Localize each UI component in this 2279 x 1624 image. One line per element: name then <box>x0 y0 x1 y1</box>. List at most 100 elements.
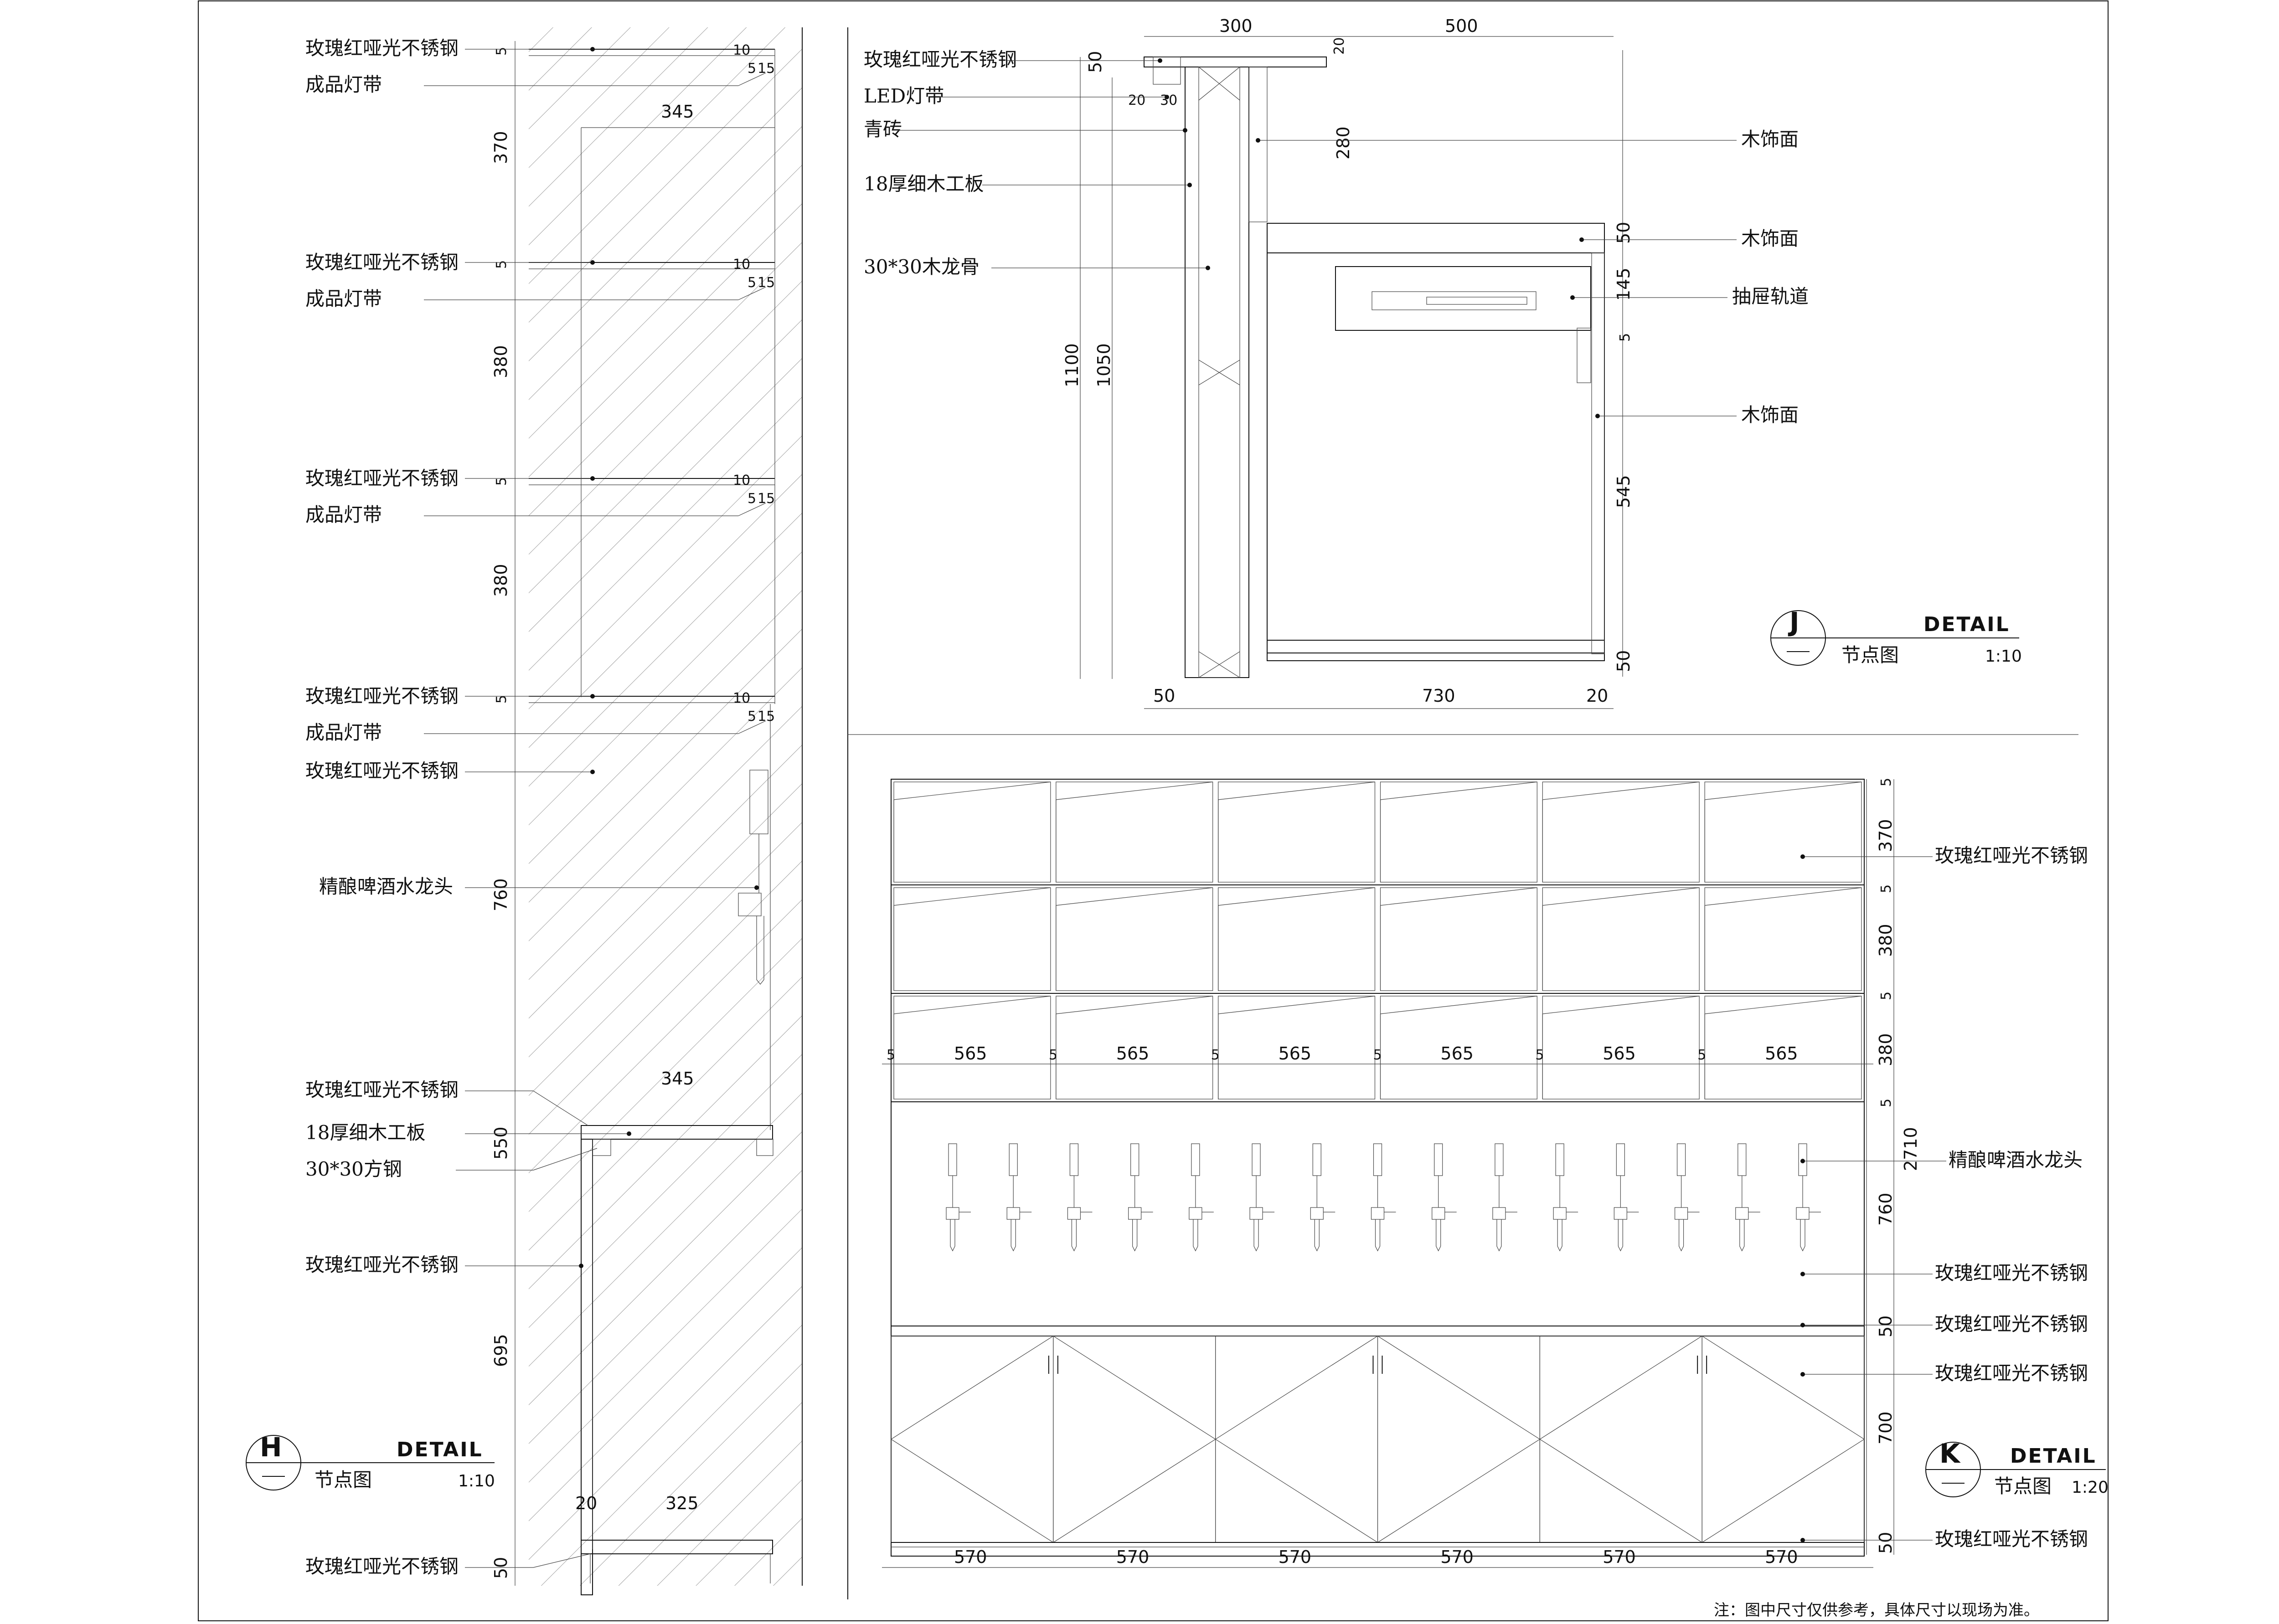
dim-h-550: 550 <box>491 1126 511 1160</box>
dim-h-380b: 380 <box>491 564 511 597</box>
svg-text:5: 5 <box>748 709 756 725</box>
dim-k-380b: 380 <box>1876 1033 1896 1066</box>
cubby-diagonal <box>893 781 1051 800</box>
svg-text:15: 15 <box>758 61 775 77</box>
dim-k-760: 760 <box>1876 1192 1896 1226</box>
dim-h-325: 325 <box>665 1493 699 1513</box>
svg-text:10: 10 <box>733 42 750 58</box>
scale-k: 1:20 <box>2072 1478 2109 1497</box>
cubby-diagonal <box>1705 996 1862 1014</box>
beer-tap <box>1310 1143 1335 1252</box>
label-j-wood-1: 木饰面 <box>1741 128 1799 150</box>
dim-h-370: 370 <box>491 131 511 164</box>
dim-j-1050: 1050 <box>1094 343 1114 387</box>
dim-h-5a: 5 <box>494 47 510 56</box>
label-k-rose-2: 玫瑰红哑光不锈钢 <box>1935 1262 2088 1284</box>
cabinet-door <box>891 1336 1054 1543</box>
svg-text:145: 145 <box>1614 267 1634 301</box>
svg-text:5: 5 <box>1878 778 1894 786</box>
dim-k-5: 5 <box>1373 1047 1382 1063</box>
title-block-k: K DETAIL 节点图 1:20 <box>1925 1438 2109 1497</box>
beer-tap <box>1189 1143 1214 1252</box>
svg-text:10: 10 <box>733 690 750 706</box>
beer-tap-side <box>738 770 768 985</box>
beer-tap <box>1614 1143 1639 1252</box>
labels-j: 玫瑰红哑光不锈钢 LED灯带 青砖 18厚细木工板 30*30木龙骨 木饰面 木… <box>864 48 1809 426</box>
svg-text:30: 30 <box>1160 93 1177 108</box>
svg-text:50: 50 <box>1153 686 1175 706</box>
dim-h-345a: 345 <box>661 102 694 122</box>
shelf-grid-k <box>891 779 1864 1336</box>
svg-text:20: 20 <box>1128 93 1145 108</box>
label-j-wood-2: 木饰面 <box>1741 227 1799 250</box>
beer-tap <box>946 1143 971 1252</box>
beer-tap <box>1796 1143 1821 1252</box>
dim-k-380a: 380 <box>1876 924 1896 957</box>
cabinet-door <box>1377 1336 1540 1543</box>
label-h-rose-4: 玫瑰红哑光不锈钢 <box>305 685 459 707</box>
cabinet-door <box>1053 1336 1216 1543</box>
label-h-strip-1: 成品灯带 <box>305 73 382 96</box>
svg-text:5: 5 <box>1878 884 1894 893</box>
label-j-led: LED灯带 <box>864 85 944 107</box>
dim-k-5: 5 <box>1697 1047 1706 1063</box>
beer-tap <box>1432 1143 1457 1252</box>
beer-tap <box>1492 1143 1517 1252</box>
label-j-keel: 30*30木龙骨 <box>864 256 980 278</box>
detail-k: 5 370 5 380 5 380 5 760 50 700 50 2710 5… <box>882 778 2109 1568</box>
dim-h-50: 50 <box>491 1557 511 1579</box>
title-block-h: H DETAIL 节点图 1:10 <box>246 1432 495 1491</box>
detail-j: 300 500 20 50 20 30 280 1100 1050 50 145… <box>864 16 2022 709</box>
counter-section-h <box>581 1125 773 1595</box>
subtitle-j: 节点图 <box>1841 644 1899 666</box>
svg-text:20: 20 <box>1586 686 1608 706</box>
title-j: DETAIL <box>1923 613 2010 636</box>
label-h-strip-4: 成品灯带 <box>305 721 382 744</box>
cabinet-door <box>1215 1336 1378 1543</box>
badge-j: J <box>1788 606 1799 637</box>
title-block-j: J DETAIL 节点图 1:10 <box>1770 606 2022 666</box>
label-j-rose: 玫瑰红哑光不锈钢 <box>864 48 1017 71</box>
dim-h-760: 760 <box>491 878 511 911</box>
leaders-k <box>1800 854 1946 1542</box>
label-j-brick: 青砖 <box>864 118 902 140</box>
subtitle-h: 节点图 <box>315 1469 372 1491</box>
cabinet-doors-k <box>890 1336 1865 1547</box>
svg-text:5: 5 <box>748 61 756 77</box>
dim-k-570: 570 <box>1279 1547 1312 1567</box>
label-h-rose-3: 玫瑰红哑光不锈钢 <box>305 467 459 489</box>
cubby-diagonal <box>1380 781 1537 800</box>
labels-h: 玫瑰红哑光不锈钢 成品灯带 玫瑰红哑光不锈钢 成品灯带 玫瑰红哑光不锈钢 成品灯… <box>305 37 459 1578</box>
cubby-diagonal <box>1542 996 1700 1014</box>
cubby-diagonal <box>1705 781 1862 800</box>
svg-text:50: 50 <box>1614 222 1634 244</box>
dim-k-5: 5 <box>1535 1047 1544 1063</box>
label-h-strip-2: 成品灯带 <box>305 288 382 310</box>
label-h-rose-5: 玫瑰红哑光不锈钢 <box>305 760 459 782</box>
dim-h-5c: 5 <box>494 477 510 486</box>
label-k-tap: 精酿啤酒水龙头 <box>1949 1149 2083 1171</box>
cubby-diagonal <box>1218 781 1375 800</box>
wine-cubby <box>893 887 1051 991</box>
label-k-rose-4: 玫瑰红哑光不锈钢 <box>1935 1362 2088 1384</box>
cubby-diagonal <box>1218 887 1375 906</box>
dim-k-50a: 50 <box>1876 1316 1896 1337</box>
dim-j-730: 730 <box>1422 686 1455 706</box>
label-h-steel: 30*30方钢 <box>305 1158 402 1180</box>
label-h-tap: 精酿啤酒水龙头 <box>319 875 453 898</box>
cabinet-door <box>1702 1336 1865 1543</box>
dim-k-565: 565 <box>1603 1043 1636 1064</box>
cubby-diagonal <box>1380 996 1537 1014</box>
wine-cubby <box>1218 887 1376 991</box>
wine-cubby <box>1704 887 1862 991</box>
label-h-rose-1: 玫瑰红哑光不锈钢 <box>305 37 459 59</box>
dim-k-565: 565 <box>1116 1043 1150 1064</box>
svg-text:5: 5 <box>1878 1099 1894 1107</box>
svg-text:50: 50 <box>1085 51 1105 73</box>
wine-cubby <box>1056 887 1213 991</box>
label-h-strip-3: 成品灯带 <box>305 504 382 526</box>
dim-k-570: 570 <box>1440 1547 1474 1567</box>
beer-tap <box>1067 1143 1093 1252</box>
dim-k-5: 5 <box>887 1047 895 1063</box>
sheet-border <box>198 0 2109 1621</box>
